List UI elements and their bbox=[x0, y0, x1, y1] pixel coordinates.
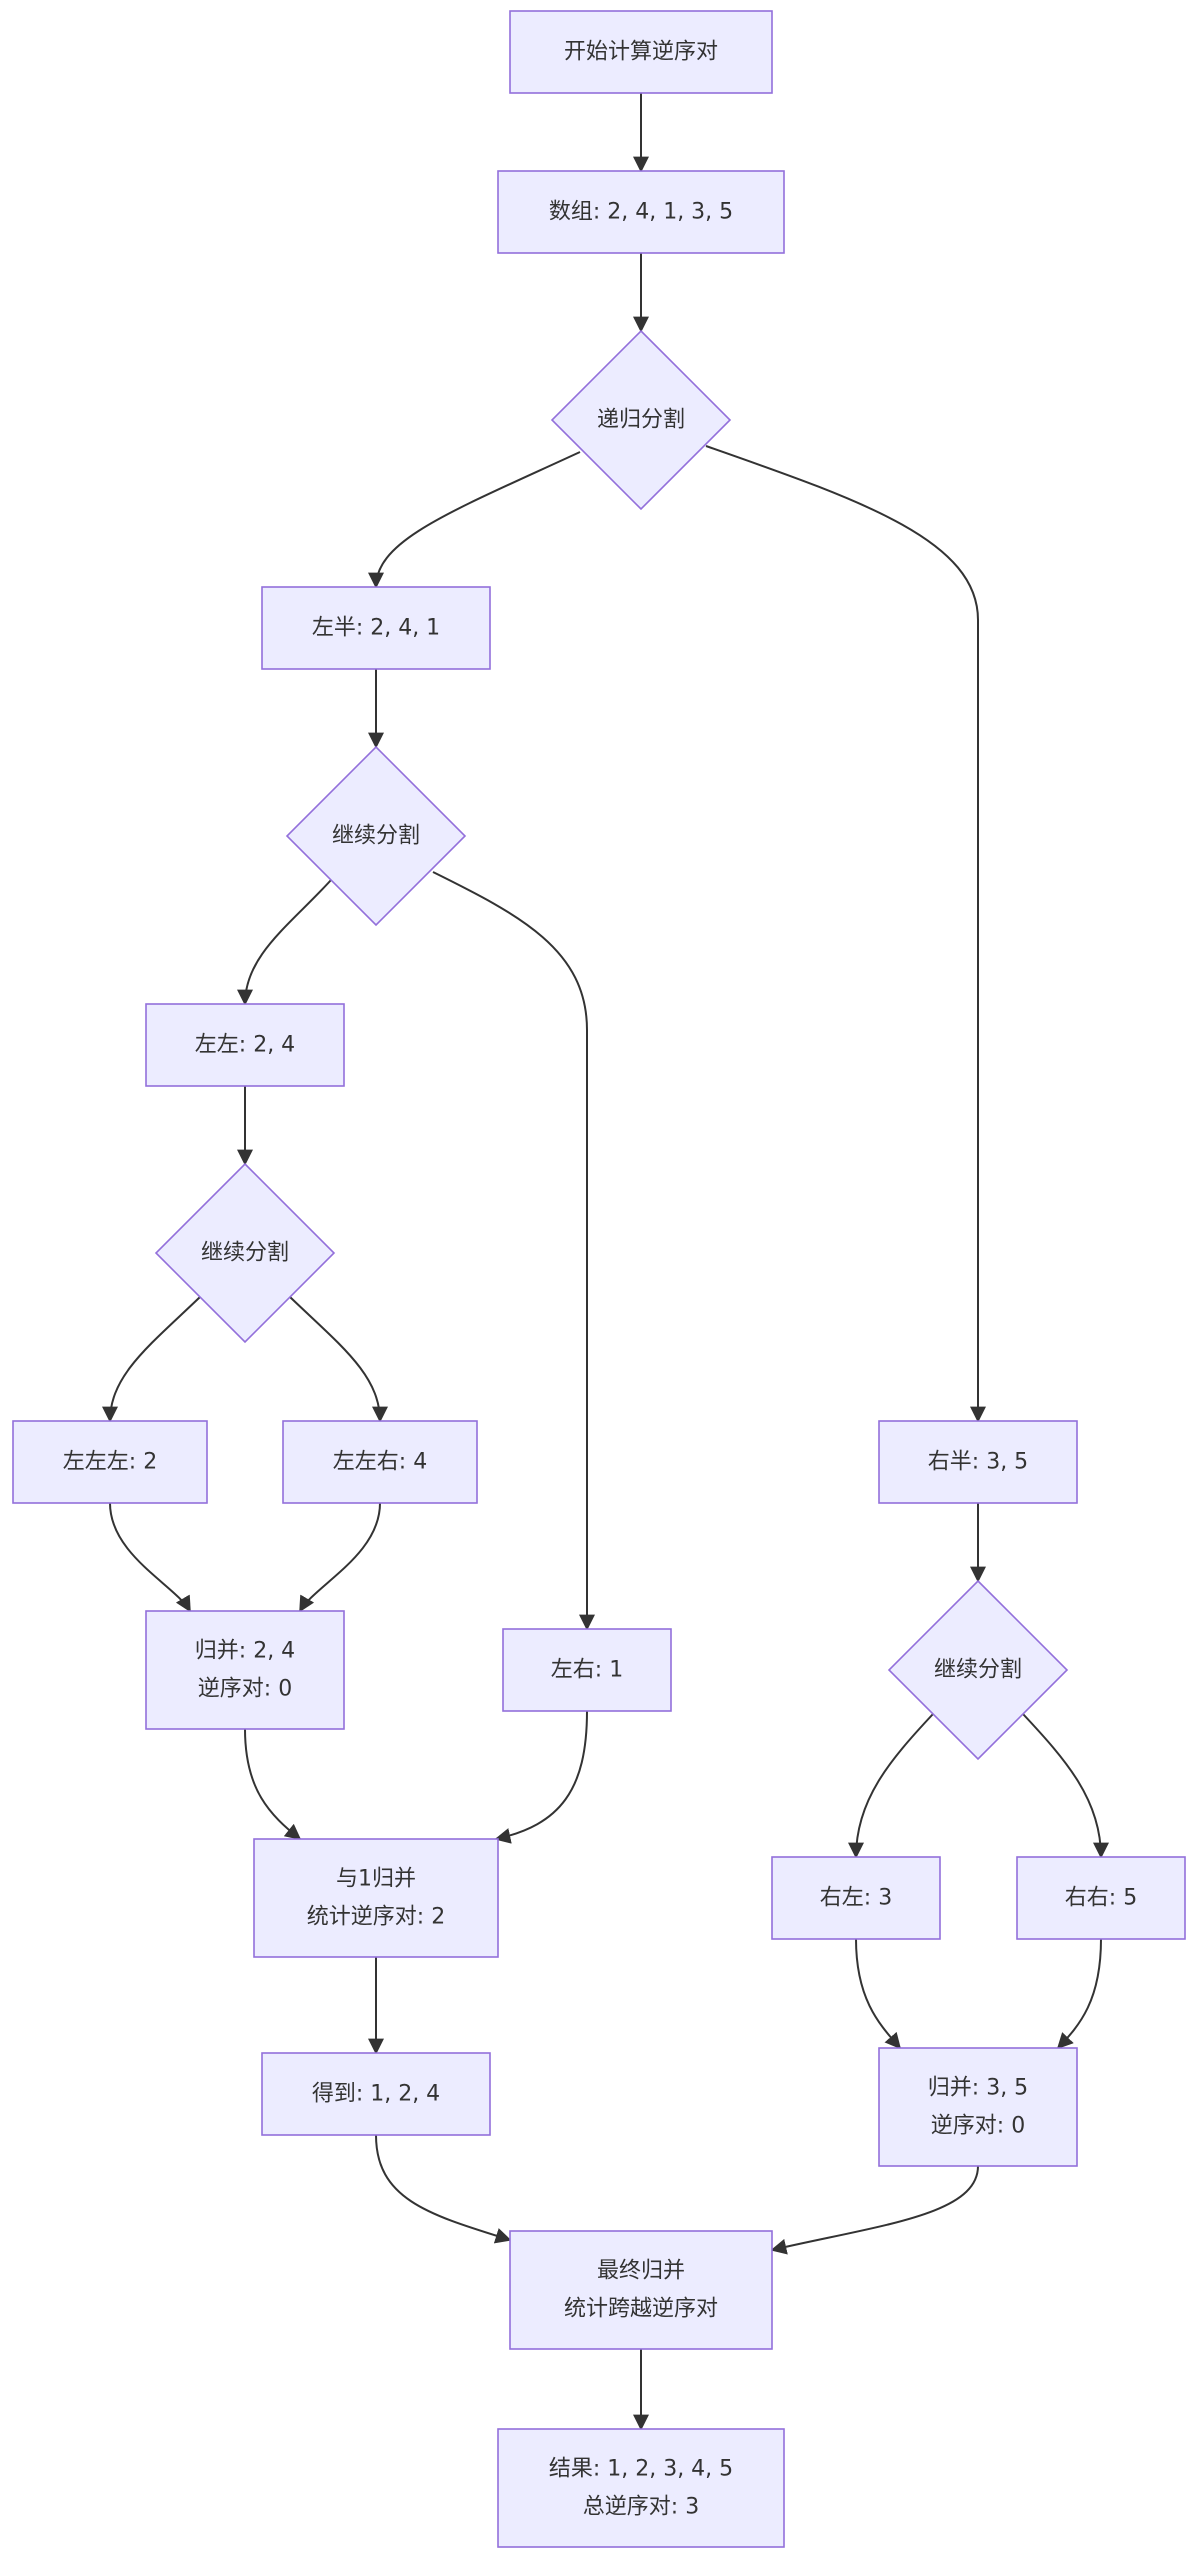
process-box bbox=[509, 2230, 773, 2350]
node-label: 归并: 2, 4 bbox=[195, 1639, 295, 1664]
edge-split2-to-left_left bbox=[237, 879, 332, 1006]
node-label: 继续分割 bbox=[934, 1658, 1022, 1683]
edge-merge3-to-final_merge bbox=[770, 2165, 979, 2255]
decision-diamond bbox=[285, 745, 467, 927]
node-label: 继续分割 bbox=[201, 1241, 289, 1266]
edge-split4-to-right_left bbox=[848, 1713, 934, 1859]
edge-split3-to-lll bbox=[102, 1296, 201, 1423]
node-merge1: 归并: 2, 4 逆序对: 0 bbox=[145, 1610, 345, 1730]
decision-diamond bbox=[887, 1579, 1069, 1761]
node-label: 右左: 3 bbox=[820, 1886, 892, 1911]
edge-split1-to-right_half bbox=[705, 445, 986, 1423]
process-box bbox=[502, 1628, 672, 1712]
node-label: 逆序对: 0 bbox=[931, 2114, 1025, 2139]
process-box bbox=[878, 2047, 1078, 2167]
process-box bbox=[261, 2052, 491, 2136]
node-split1: 递归分割 bbox=[550, 329, 732, 511]
decision-diamond bbox=[154, 1162, 336, 1344]
edge-split2-to-left_right bbox=[432, 871, 595, 1631]
node-label: 左左左: 2 bbox=[63, 1450, 157, 1475]
node-label: 得到: 1, 2, 4 bbox=[312, 2082, 440, 2107]
node-label: 右半: 3, 5 bbox=[928, 1450, 1028, 1475]
process-box bbox=[145, 1003, 345, 1087]
node-label: 最终归并 bbox=[597, 2259, 685, 2284]
process-box bbox=[145, 1610, 345, 1730]
node-start: 开始计算逆序对 bbox=[509, 10, 773, 94]
edge-left_right-to-merge2 bbox=[494, 1710, 588, 1844]
node-result: 结果: 1, 2, 3, 4, 5 总逆序对: 3 bbox=[497, 2428, 785, 2548]
edge-lll-to-merge1 bbox=[109, 1502, 191, 1613]
process-box bbox=[12, 1420, 208, 1504]
edge-split4-to-right_right bbox=[1022, 1713, 1109, 1859]
node-label: 数组: 2, 4, 1, 3, 5 bbox=[549, 200, 733, 225]
node-label: 左左: 2, 4 bbox=[195, 1033, 295, 1058]
process-box bbox=[1016, 1856, 1186, 1940]
node-label: 继续分割 bbox=[332, 824, 420, 849]
node-left-left: 左左: 2, 4 bbox=[145, 1003, 345, 1087]
node-label: 左半: 2, 4, 1 bbox=[312, 616, 440, 641]
edge-llr-to-merge1 bbox=[299, 1502, 381, 1613]
edge-right_left-to-merge3 bbox=[855, 1938, 902, 2050]
process-box bbox=[253, 1838, 499, 1958]
node-array: 数组: 2, 4, 1, 3, 5 bbox=[497, 170, 785, 254]
node-split2: 继续分割 bbox=[285, 745, 467, 927]
edge-merge1-to-merge2 bbox=[244, 1728, 302, 1840]
node-right-right: 右右: 5 bbox=[1016, 1856, 1186, 1940]
node-label: 归并: 3, 5 bbox=[928, 2076, 1028, 2101]
node-label: 与1归并 bbox=[336, 1867, 416, 1892]
node-split3: 继续分割 bbox=[154, 1162, 336, 1344]
node-label: 右右: 5 bbox=[1065, 1886, 1137, 1911]
process-box bbox=[282, 1420, 478, 1504]
node-left-half: 左半: 2, 4, 1 bbox=[261, 586, 491, 670]
process-box bbox=[878, 1420, 1078, 1504]
node-label: 开始计算逆序对 bbox=[564, 40, 718, 65]
node-label: 统计逆序对: 2 bbox=[307, 1905, 445, 1930]
node-label: 总逆序对: 3 bbox=[583, 2495, 699, 2520]
node-label: 结果: 1, 2, 3, 4, 5 bbox=[549, 2457, 733, 2482]
process-box bbox=[771, 1856, 941, 1940]
edge-right_right-to-merge3 bbox=[1056, 1938, 1102, 2050]
node-label: 递归分割 bbox=[597, 408, 685, 433]
node-lll: 左左左: 2 bbox=[12, 1420, 208, 1504]
node-label: 逆序对: 0 bbox=[198, 1677, 292, 1702]
decision-diamond bbox=[550, 329, 732, 511]
process-box bbox=[261, 586, 491, 670]
node-got: 得到: 1, 2, 4 bbox=[261, 2052, 491, 2136]
node-label: 左右: 1 bbox=[551, 1658, 623, 1683]
edge-got-to-final_merge bbox=[375, 2134, 512, 2244]
node-label: 统计跨越逆序对 bbox=[564, 2297, 718, 2322]
node-llr: 左左右: 4 bbox=[282, 1420, 478, 1504]
process-box bbox=[509, 10, 773, 94]
edge-split3-to-llr bbox=[289, 1296, 388, 1423]
process-box bbox=[497, 170, 785, 254]
node-right-half: 右半: 3, 5 bbox=[878, 1420, 1078, 1504]
edges bbox=[102, 93, 1109, 2431]
node-label: 左左右: 4 bbox=[333, 1450, 427, 1475]
node-merge3: 归并: 3, 5 逆序对: 0 bbox=[878, 2047, 1078, 2167]
edge-split1-to-left_half bbox=[368, 451, 581, 589]
node-split4: 继续分割 bbox=[887, 1579, 1069, 1761]
node-right-left: 右左: 3 bbox=[771, 1856, 941, 1940]
node-left-right: 左右: 1 bbox=[502, 1628, 672, 1712]
process-box bbox=[497, 2428, 785, 2548]
